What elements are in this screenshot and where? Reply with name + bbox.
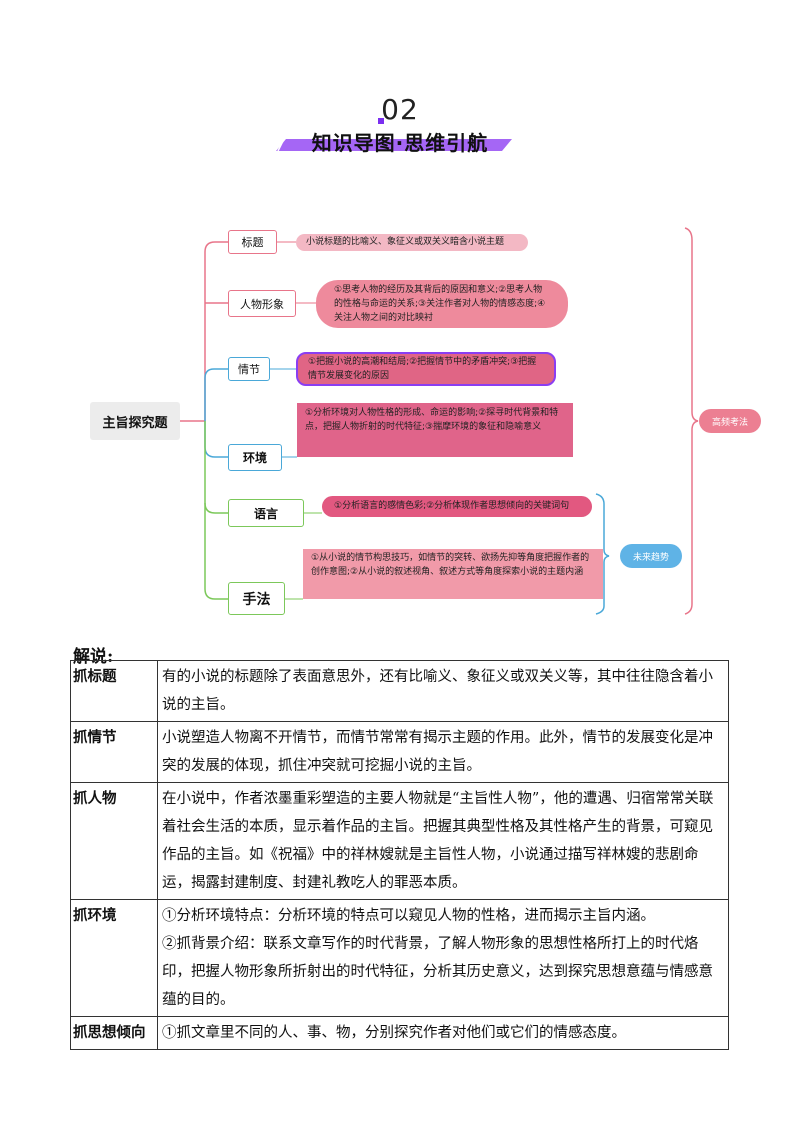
row-heading: 抓情节 <box>70 721 158 783</box>
branch-technique: 手法 <box>228 582 285 615</box>
row-content: 小说塑造人物离不开情节，而情节常常有揭示主题的作用。此外，情节的发展变化是冲突的… <box>157 721 729 783</box>
row-paragraph: ②抓背景介绍：联系文章写作的时代背景，了解人物形象的思想性格所打上的时代烙印，把… <box>162 936 713 1008</box>
bubble-language: ①分析语言的感情色彩;②分析体现作者思想倾向的关键词句 <box>322 496 592 517</box>
row-content: ①分析环境特点：分析环境的特点可以窥见人物的性格，进而揭示主旨内涵。 ②抓背景介绍… <box>157 899 729 1017</box>
row-heading: 抓标题 <box>70 660 158 722</box>
row-heading: 抓环境 <box>70 899 158 1017</box>
explanation-table: 抓标题有的小说的标题除了表面意思外，还有比喻义、象征义或双关义等，其中往往隐含着… <box>70 660 729 1050</box>
branch-environment: 环境 <box>228 444 282 471</box>
bubble-technique: ①从小说的情节构思技巧，如情节的突转、欲扬先抑等角度把握作者的创作意图;②从小说… <box>303 549 603 599</box>
bubble-character: ①思考人物的经历及其背后的原因和意义;②思考人物的性格与命运的关系;③关注作者对… <box>316 280 568 328</box>
branch-plot: 情节 <box>228 357 270 381</box>
tag-future: 未来趋势 <box>620 544 682 568</box>
row-paragraph: ①分析环境特点：分析环境的特点可以窥见人物的性格，进而揭示主旨内涵。 <box>162 908 655 924</box>
table-row: 抓人物在小说中，作者浓墨重彩塑造的主要人物就是“主旨性人物”，他的遭遇、归宿常常… <box>70 782 729 900</box>
table-row: 抓情节小说塑造人物离不开情节，而情节常常有揭示主题的作用。此外，情节的发展变化是… <box>70 721 729 783</box>
mindmap-root: 主旨探究题 <box>90 402 180 440</box>
table-row: 抓标题有的小说的标题除了表面意思外，还有比喻义、象征义或双关义等，其中往往隐含着… <box>70 660 729 722</box>
header-accent-dot <box>378 118 384 124</box>
row-heading: 抓思想倾向 <box>70 1016 158 1050</box>
bubble-title: 小说标题的比喻义、象征义或双关义暗含小说主题 <box>296 234 528 251</box>
tag-frequent: 高频考法 <box>699 409 761 433</box>
bubble-plot: ①把握小说的高潮和结局;②把握情节中的矛盾冲突;③把握情节发展变化的原因 <box>296 352 556 386</box>
branch-title: 标题 <box>228 230 277 254</box>
section-number: 02 <box>381 93 419 126</box>
title-highlight-bar <box>276 139 512 151</box>
row-paragraph: ①抓文章里不同的人、事、物，分别探究作者对他们或它们的情感态度。 <box>162 1025 626 1041</box>
row-content: 在小说中，作者浓墨重彩塑造的主要人物就是“主旨性人物”，他的遭遇、归宿常常关联着… <box>157 782 729 900</box>
row-heading: 抓人物 <box>70 782 158 900</box>
row-paragraph: 小说塑造人物离不开情节，而情节常常有揭示主题的作用。此外，情节的发展变化是冲突的… <box>162 730 713 774</box>
row-paragraph: 有的小说的标题除了表面意思外，还有比喻义、象征义或双关义等，其中往往隐含着小说的… <box>162 669 713 713</box>
mindmap-connectors <box>180 227 699 615</box>
row-paragraph: 在小说中，作者浓墨重彩塑造的主要人物就是“主旨性人物”，他的遭遇、归宿常常关联着… <box>162 791 714 891</box>
branch-character: 人物形象 <box>228 290 296 317</box>
branch-language: 语言 <box>228 499 304 527</box>
bubble-environment: ①分析环境对人物性格的形成、命运的影响;②探寻时代背景和特点，把握人物折射的时代… <box>297 403 573 457</box>
page-title: 知识导图·思维引航 <box>311 131 489 155</box>
row-content: ①抓文章里不同的人、事、物，分别探究作者对他们或它们的情感态度。 <box>157 1016 729 1050</box>
row-content: 有的小说的标题除了表面意思外，还有比喻义、象征义或双关义等，其中往往隐含着小说的… <box>157 660 729 722</box>
